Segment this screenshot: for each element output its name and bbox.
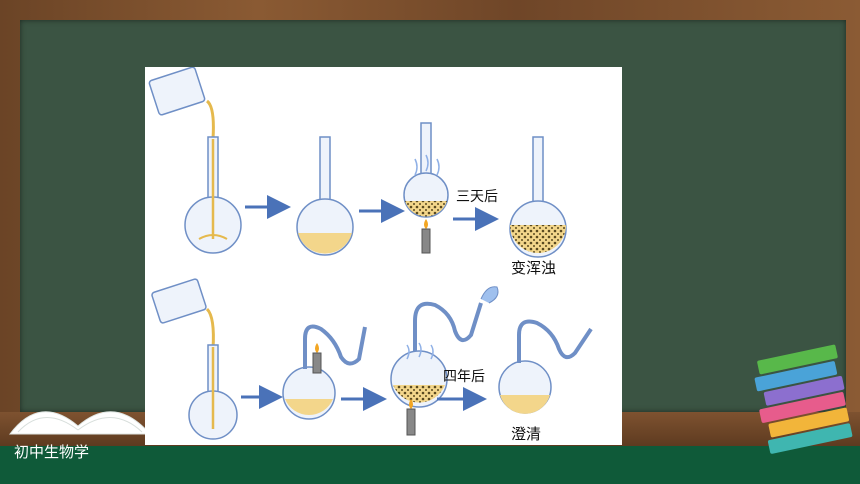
footer-bar [0,446,860,484]
flask-broth-poured [184,136,242,254]
time-label: 三天后 [456,189,498,205]
swan-neck-flask [282,324,367,420]
flask-broth [296,136,354,256]
flask-broth-poured [188,344,238,440]
book-stack-icon [754,344,853,454]
subject-label: 初中生物学 [14,443,90,461]
burner-icon [406,399,416,436]
swan-neck-flask-boiling [390,286,499,408]
beaker-icon [148,67,215,140]
burner-icon [421,219,431,254]
beaker-icon [151,278,215,350]
result-label: 变浑浊 [511,259,556,277]
result-label: 澄清 [511,425,541,443]
pasteur-experiment-diagram: 三天后 变浑浊 [145,67,622,445]
open-book-icon [8,411,152,435]
flask-turbid [509,136,567,258]
flask-boiling [403,122,449,218]
swan-neck-flask-clear [498,319,593,414]
time-label: 四年后 [443,369,485,385]
